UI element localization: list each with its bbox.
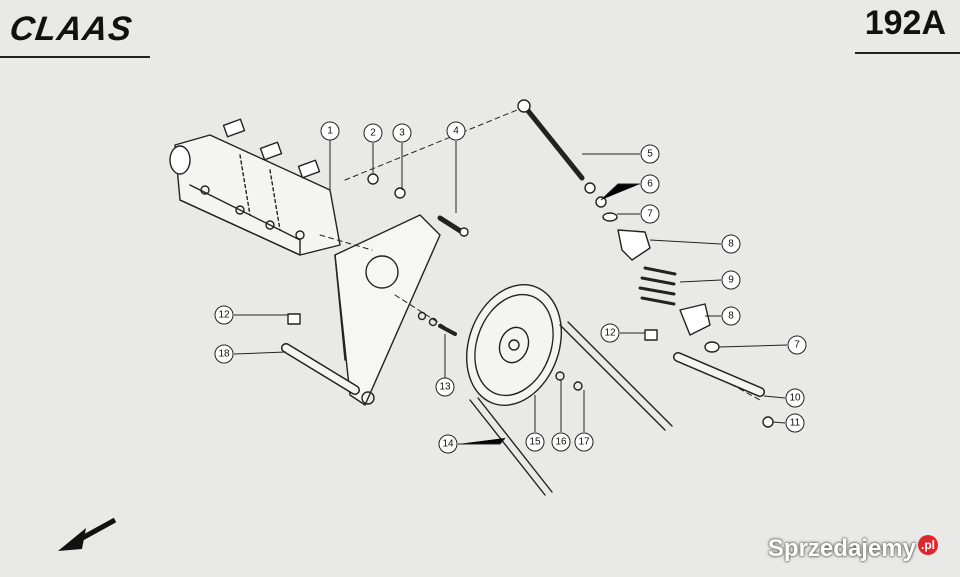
callout-label: 16 [555, 437, 567, 448]
callout-label: 17 [578, 437, 590, 448]
callout-leaders [233, 140, 788, 445]
callout-label: 13 [439, 382, 451, 393]
callout-2: 2 [363, 123, 383, 143]
callout-5: 5 [640, 144, 660, 164]
callout-3: 3 [392, 123, 412, 143]
callout-12: 12 [214, 305, 234, 325]
hydraulic-pump [169, 118, 341, 256]
callout-label: 1 [327, 126, 333, 137]
watermark-suffix: .pl [918, 535, 938, 555]
callout-label: 18 [218, 349, 230, 360]
v-belt [469, 321, 673, 496]
callout-7b: 7 [787, 335, 807, 355]
watermark: Sprzedajemy.pl [768, 535, 938, 563]
mounting-bracket [334, 214, 441, 406]
callout-label: 7 [647, 209, 653, 220]
page-number: 192A [864, 4, 946, 42]
arrow-down-left-icon [58, 517, 117, 551]
callout-label: 6 [647, 179, 653, 190]
bolt-set-lower [417, 311, 457, 336]
callout-7: 7 [640, 204, 660, 224]
callout-label: 5 [647, 149, 653, 160]
callout-11: 11 [785, 413, 805, 433]
callout-label: 4 [453, 126, 459, 137]
spring-assembly [617, 229, 711, 336]
callout-16: 16 [551, 432, 571, 452]
callout-label: 15 [529, 437, 541, 448]
pulley [465, 284, 583, 406]
pivot-pin [644, 329, 774, 428]
callout-13: 13 [435, 377, 455, 397]
callout-15: 15 [525, 432, 545, 452]
callout-8b: 8 [721, 306, 741, 326]
callout-1: 1 [320, 121, 340, 141]
page-number-underline [855, 52, 960, 54]
callout-label: 2 [370, 128, 376, 139]
callout-label: 11 [790, 418, 801, 429]
left-pin [281, 313, 360, 395]
callout-label: 12 [218, 310, 230, 321]
callout-10: 10 [785, 388, 805, 408]
callout-label: 9 [728, 275, 734, 286]
callout-label: 8 [728, 311, 734, 322]
callout-label: 8 [728, 239, 734, 250]
callout-18: 18 [214, 344, 234, 364]
threaded-rod [517, 99, 618, 222]
logo-underline [0, 56, 150, 58]
callout-label: 14 [442, 439, 454, 450]
callout-8: 8 [721, 234, 741, 254]
callout-9: 9 [721, 270, 741, 290]
callout-label: 7 [794, 340, 800, 351]
callout-bubbles: 1 2 3 4 5 6 7 8 9 8 7 12 18 13 12 10 11 … [214, 121, 807, 454]
bolt-set-top [367, 173, 469, 237]
watermark-text: Sprzedajemy [767, 535, 916, 562]
callout-label: 10 [789, 393, 801, 404]
callout-6: 6 [640, 174, 660, 194]
callout-4: 4 [446, 121, 466, 141]
callout-label: 12 [604, 328, 616, 339]
callout-label: 3 [399, 128, 405, 139]
callout-12b: 12 [600, 323, 620, 343]
callout-14: 14 [438, 434, 458, 454]
callout-17: 17 [574, 432, 594, 452]
